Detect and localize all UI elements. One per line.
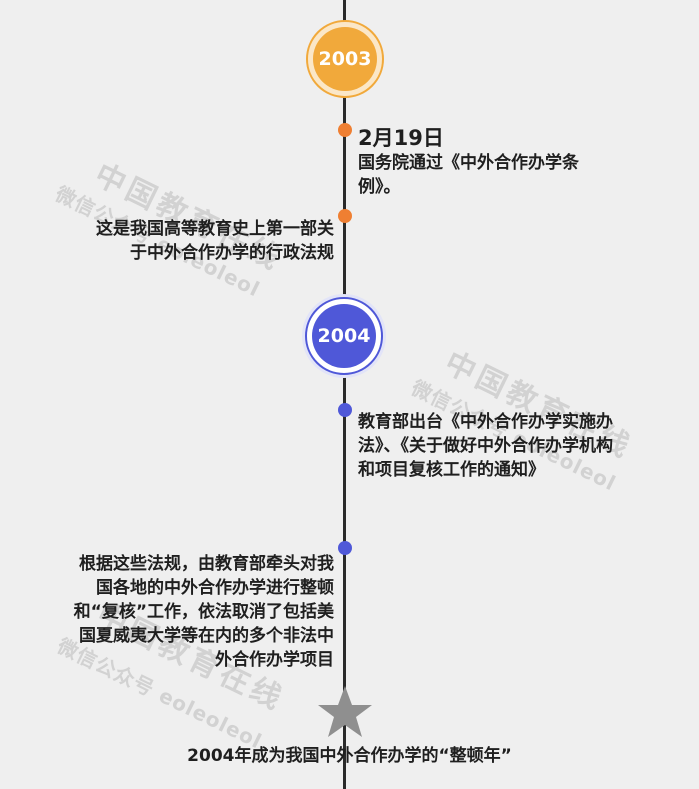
year-label: 2003: [318, 48, 372, 70]
timeline-dot: [338, 403, 352, 417]
year-badge-2003: 2003: [306, 20, 384, 98]
event-date: 2月19日: [358, 126, 444, 150]
year-badge-inner: 2003: [313, 27, 377, 91]
event-text: 根据这些法规，由教育部牵头对我国各地的中外合作办学进行整顿和“复核”工作，依法取…: [73, 554, 334, 670]
year-label: 2004: [317, 325, 371, 347]
conclusion-text: 2004年成为我国中外合作办学的“整顿年”: [187, 746, 512, 766]
star-icon: [318, 686, 372, 737]
timeline-axis: [343, 0, 346, 789]
event-text: 这是我国高等教育史上第一部关于中外合作办学的行政法规: [96, 219, 334, 263]
timeline-dot: [338, 541, 352, 555]
year-badge-inner: 2004: [312, 304, 376, 368]
event-text: 教育部出台《中外合作办学实施办法》、《关于做好中外合作办学机构和项目复核工作的通…: [358, 412, 613, 480]
event-text: 国务院通过《中外合作办学条例》。: [358, 153, 579, 197]
timeline-dot: [338, 209, 352, 223]
timeline-dot: [338, 123, 352, 137]
year-badge-2004: 2004: [305, 297, 383, 375]
